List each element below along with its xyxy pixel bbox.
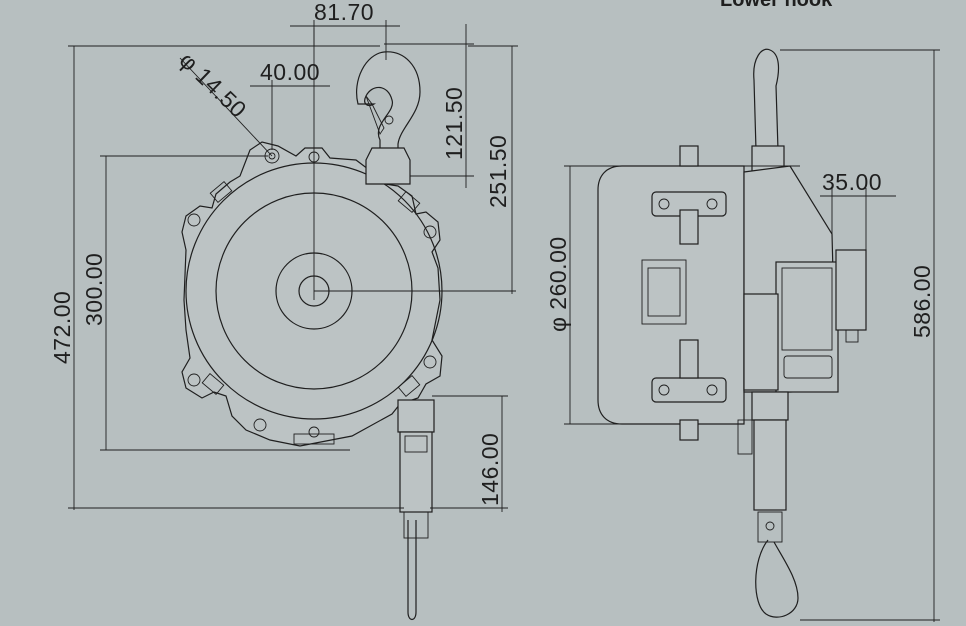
hook-pin — [384, 115, 394, 125]
dim-diameter-text: φ 260.00 — [545, 236, 571, 332]
boss — [397, 374, 421, 398]
dim-hook-to-center-text: 251.50 — [485, 135, 511, 208]
side-brake-housing — [775, 261, 839, 393]
dim-mount-height-text: 300.00 — [81, 253, 107, 326]
hook-mount-block — [365, 147, 411, 185]
dim-total-height: 472.00 — [49, 45, 404, 510]
side-adjuster — [835, 249, 867, 331]
side-release-button — [783, 355, 833, 379]
side-brake-window — [781, 267, 833, 351]
lower-hook-label: Lower hook — [720, 0, 833, 11]
hook-latch — [365, 95, 385, 135]
side-window-inner — [647, 267, 681, 317]
cable-guide — [397, 399, 435, 433]
dim-total-height-text: 472.00 — [49, 291, 75, 364]
bracket-bolt — [658, 384, 670, 396]
bottom-left-hole — [253, 418, 267, 432]
dim-overall-length-text: 586.00 — [909, 265, 935, 338]
bottom-boss — [293, 433, 335, 445]
side-cable-sleeve — [753, 419, 787, 511]
side-drum-body — [597, 165, 745, 425]
dim-hook-to-center: 251.50 — [468, 45, 518, 294]
front-view: 81.70 40.00 φ 14.50 121.50 251.50 — [49, 0, 518, 621]
dim-hole-diameter: φ 14.50 — [175, 47, 273, 157]
lower-hook-shank — [407, 520, 417, 621]
dim-cable-length-text: 146.00 — [477, 433, 503, 506]
left-upper-lobe-hole — [187, 213, 201, 227]
mount-hole-center — [268, 152, 276, 160]
bracket-bolt — [706, 198, 718, 210]
left-lower-lobe-hole — [187, 373, 201, 387]
bracket-bolt — [658, 198, 670, 210]
side-window-outer — [641, 259, 687, 325]
dim-overall-length: 586.00 — [780, 49, 940, 622]
side-view: φ 260.00 35.00 586.00 — [545, 48, 940, 622]
dim-cable-length: 146.00 — [430, 395, 508, 512]
dim-bracket-width: 35.00 — [820, 169, 896, 252]
dim-bracket-width-text: 35.00 — [822, 169, 882, 195]
adjuster-knob — [845, 329, 859, 343]
top-hook — [356, 51, 421, 157]
lower-stem — [679, 339, 699, 379]
right-upper-lobe-hole — [423, 225, 437, 239]
bottom-lug-hole — [308, 426, 320, 438]
lower-bracket — [651, 377, 727, 403]
lower-tab — [679, 419, 699, 441]
right-lower-lobe-hole — [423, 355, 437, 369]
dim-hook-height-text: 121.50 — [441, 87, 467, 160]
dim-hook-offset: 81.70 — [290, 0, 400, 60]
leader-line — [179, 57, 273, 157]
upper-tab — [679, 145, 699, 167]
side-clip-block — [757, 511, 783, 543]
boss — [201, 372, 225, 396]
sleeve-band — [404, 435, 428, 453]
dim-hole-offset: 40.00 — [250, 59, 330, 150]
boss — [397, 190, 421, 214]
side-clamp — [737, 419, 753, 455]
dim-hook-offset-text: 81.70 — [314, 0, 374, 25]
side-cover-plate — [743, 293, 779, 391]
side-clip-pin — [765, 521, 775, 531]
dim-hook-height: 121.50 — [384, 24, 474, 188]
bracket-bolt — [706, 384, 718, 396]
dim-hole-diameter-text: φ 14.50 — [175, 47, 252, 123]
side-cable-guide — [751, 391, 789, 421]
side-lower-hook — [755, 539, 799, 618]
dim-mount-height: 300.00 — [81, 155, 350, 451]
upper-stem — [679, 209, 699, 245]
dim-diameter: φ 260.00 — [545, 166, 620, 425]
side-top-hook — [753, 48, 780, 151]
boss — [209, 180, 233, 204]
dim-hole-offset-text: 40.00 — [260, 59, 320, 85]
